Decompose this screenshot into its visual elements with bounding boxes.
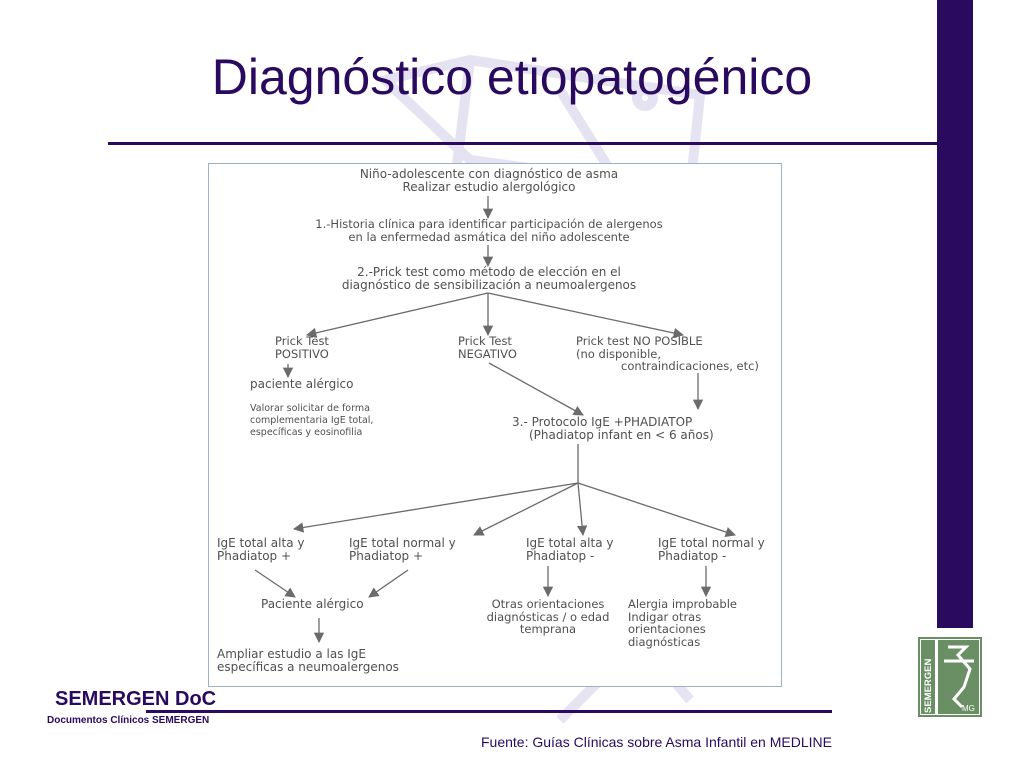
- arrow-step2-to-positive: [305, 292, 489, 338]
- node-step2: 2.-Prick test como método de elección en…: [341, 265, 637, 292]
- footer-divider: [146, 710, 832, 713]
- node-step3: 3.- Protocolo IgE +PHADIATOP (Phadiatop …: [512, 415, 714, 442]
- semergen-seal-logo: SEMERGEN MG: [918, 637, 982, 717]
- arrow-high-pos-to-result: [254, 569, 296, 598]
- arrow-step2-to-not-possible: [487, 292, 685, 339]
- arrow-step3-to-high-pos: [292, 482, 579, 533]
- node-prick-not-possible: Prick test NO POSIBLE (no disponible, co…: [576, 334, 759, 373]
- brand-logo-text: SEMERGEN DoC: [55, 688, 217, 710]
- seal-vertical-text: SEMERGEN: [923, 658, 934, 713]
- title-divider: [108, 142, 973, 145]
- node-allergic-patient: paciente alérgico: [250, 377, 354, 391]
- arrow-negative-to-step3: [488, 362, 584, 416]
- arrow-step3-to-normal-pos: [473, 482, 579, 536]
- seal-mark-text: MG: [962, 704, 975, 713]
- flowchart-frame: [208, 163, 782, 687]
- page-title: Diagnóstico etiopatogénico: [211, 49, 813, 105]
- arrow-step3-to-normal-neg: [577, 482, 736, 537]
- source-citation: Fuente: Guías Clínicas sobre Asma Infant…: [481, 734, 832, 750]
- node-result-allergic: Paciente alérgico: [261, 597, 364, 611]
- side-accent-bar: [937, 0, 973, 628]
- node-start: Niño-adolescente con diagnóstico de asma…: [359, 167, 619, 194]
- node-step1: 1.-Historia clínica para identificar par…: [315, 217, 663, 244]
- arrow-step3-to-high-neg: [576, 482, 588, 537]
- arrow-normal-pos-to-result: [368, 569, 409, 598]
- brand-subtitle: Documentos Clínicos SEMERGEN: [47, 715, 210, 726]
